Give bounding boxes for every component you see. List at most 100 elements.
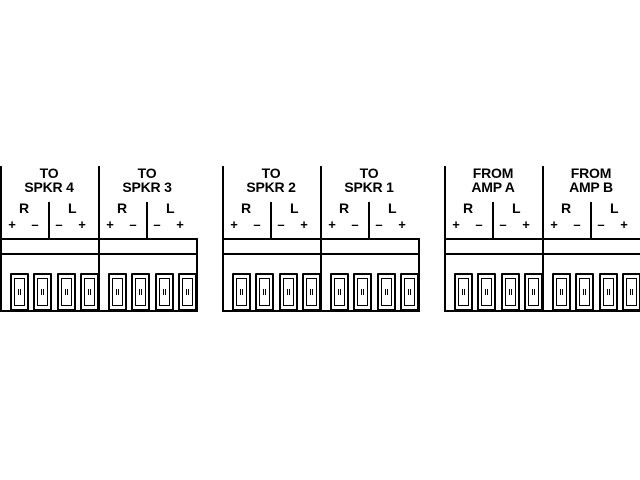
- minus-sign: –: [351, 217, 359, 232]
- terminal-slot: [462, 289, 465, 295]
- terminal-inner: [159, 278, 170, 306]
- screw-terminal[interactable]: [57, 273, 76, 311]
- section-title-line1: TO: [261, 165, 281, 181]
- screw-terminal[interactable]: [10, 273, 29, 311]
- section-divider: [444, 166, 446, 238]
- channel-left-label: L: [512, 200, 521, 216]
- terminal-slot: [583, 289, 586, 295]
- section-title-line2: AMP A: [471, 179, 515, 195]
- screw-terminal[interactable]: [108, 273, 127, 311]
- terminal-slot: [88, 289, 91, 295]
- terminal-inner: [14, 278, 25, 306]
- section-title-line1: TO: [137, 165, 157, 181]
- terminal-inner: [84, 278, 95, 306]
- minus-sign: –: [277, 217, 285, 232]
- plus-sign: +: [620, 217, 628, 232]
- screw-terminal[interactable]: [575, 273, 594, 311]
- screw-terminal[interactable]: [377, 273, 396, 311]
- minus-sign: –: [55, 217, 63, 232]
- terminal-inner: [481, 278, 492, 306]
- channel-divider: [590, 202, 592, 238]
- screw-terminal[interactable]: [400, 273, 419, 311]
- terminal-inner: [381, 278, 392, 306]
- screw-terminal[interactable]: [501, 273, 520, 311]
- section-divider: [98, 166, 100, 312]
- screw-terminal[interactable]: [232, 273, 251, 311]
- section-title-line1: FROM: [472, 165, 514, 181]
- channel-divider: [48, 202, 50, 238]
- section-title-line2: SPKR 1: [344, 179, 394, 195]
- terminal-inner: [112, 278, 123, 306]
- terminal-inner: [556, 278, 567, 306]
- screw-terminal[interactable]: [552, 273, 571, 311]
- terminal-slot: [630, 289, 633, 295]
- section-divider: [222, 166, 224, 238]
- channel-left-label: L: [610, 200, 619, 216]
- channel-divider: [492, 202, 494, 238]
- terminal-slot: [560, 289, 563, 295]
- minus-sign: –: [153, 217, 161, 232]
- terminal-inner: [528, 278, 539, 306]
- terminal-slot: [163, 289, 166, 295]
- terminal-inner: [626, 278, 637, 306]
- terminal-inner: [61, 278, 72, 306]
- plus-sign: +: [106, 217, 114, 232]
- plus-sign: +: [230, 217, 238, 232]
- terminal-slot: [65, 289, 68, 295]
- terminal-slot: [509, 289, 512, 295]
- terminal-slot: [607, 289, 610, 295]
- terminal-inner: [334, 278, 345, 306]
- plus-sign: +: [328, 217, 336, 232]
- screw-terminal[interactable]: [353, 273, 372, 311]
- minus-sign: –: [375, 217, 383, 232]
- terminal-slot: [287, 289, 290, 295]
- screw-terminal[interactable]: [599, 273, 618, 311]
- terminal-inner: [283, 278, 294, 306]
- plus-sign: +: [522, 217, 530, 232]
- terminal-inner: [306, 278, 317, 306]
- screw-terminal[interactable]: [279, 273, 298, 311]
- screw-terminal[interactable]: [178, 273, 197, 311]
- channel-left-label: L: [388, 200, 397, 216]
- plus-sign: +: [300, 217, 308, 232]
- screw-terminal[interactable]: [131, 273, 150, 311]
- screw-terminal[interactable]: [255, 273, 274, 311]
- terminal-inner: [404, 278, 415, 306]
- minus-sign: –: [573, 217, 581, 232]
- terminal-inner: [505, 278, 516, 306]
- terminal-inner: [236, 278, 247, 306]
- channel-right-label: R: [241, 200, 252, 216]
- terminal-slot: [408, 289, 411, 295]
- terminal-inner: [458, 278, 469, 306]
- terminal-slot: [18, 289, 21, 295]
- terminal-slot: [139, 289, 142, 295]
- terminal-inner: [357, 278, 368, 306]
- terminal-inner: [135, 278, 146, 306]
- section-title-line1: FROM: [570, 165, 612, 181]
- terminal-inner: [603, 278, 614, 306]
- screw-terminal[interactable]: [477, 273, 496, 311]
- section-title-line1: TO: [39, 165, 59, 181]
- screw-terminal[interactable]: [454, 273, 473, 311]
- plus-sign: +: [78, 217, 86, 232]
- terminal-slot: [263, 289, 266, 295]
- minus-sign: –: [253, 217, 261, 232]
- screw-terminal[interactable]: [33, 273, 52, 311]
- section-title-line1: TO: [359, 165, 379, 181]
- channel-left-label: L: [290, 200, 299, 216]
- plus-sign: +: [176, 217, 184, 232]
- channel-right-label: R: [339, 200, 350, 216]
- channel-left-label: L: [68, 200, 77, 216]
- terminal-slot: [41, 289, 44, 295]
- section-divider: [0, 166, 2, 238]
- section-divider: [320, 166, 322, 312]
- channel-left-label: L: [166, 200, 175, 216]
- screw-terminal[interactable]: [155, 273, 174, 311]
- minus-sign: –: [499, 217, 507, 232]
- channel-divider: [368, 202, 370, 238]
- minus-sign: –: [129, 217, 137, 232]
- screw-terminal[interactable]: [330, 273, 349, 311]
- terminal-slot: [338, 289, 341, 295]
